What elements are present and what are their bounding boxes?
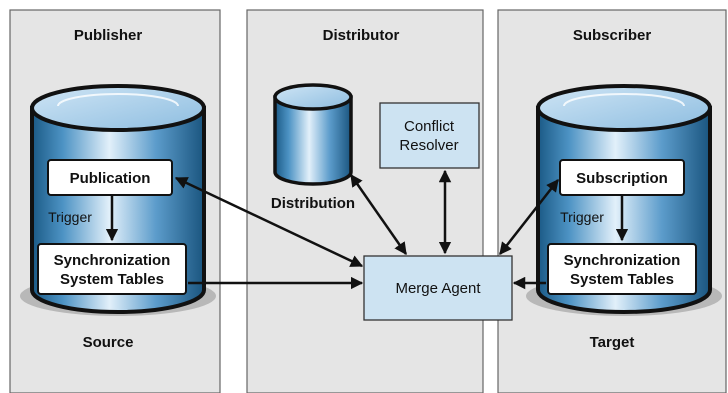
publication-label: Publication xyxy=(70,170,151,187)
merge-agent-label: Merge Agent xyxy=(395,280,481,297)
subscriber-header: Subscriber xyxy=(573,27,652,44)
publisher-sync-line1: Synchronization xyxy=(54,252,171,269)
distribution-merge-agent-arrow xyxy=(349,173,408,256)
source-caption: Source xyxy=(83,334,134,351)
subscription-label: Subscription xyxy=(576,170,668,187)
target-caption: Target xyxy=(590,334,635,351)
subscriber-trigger-label: Trigger xyxy=(560,209,604,225)
subscriber-sync-line1: Synchronization xyxy=(564,252,681,269)
distribution-database-icon xyxy=(273,83,353,186)
publisher-header: Publisher xyxy=(74,27,143,44)
publisher-trigger-label: Trigger xyxy=(48,209,92,225)
subscriber-sync-tables-box xyxy=(547,243,697,295)
merge-agent-box xyxy=(363,255,513,321)
conflict-resolver-box xyxy=(379,102,480,169)
conflict-resolver-line2: Resolver xyxy=(399,137,458,154)
distribution-label: Distribution xyxy=(271,195,355,212)
publisher-sync-tables-box xyxy=(37,243,187,295)
conflict-resolver-line1: Conflict xyxy=(404,118,455,135)
subscriber-sync-line2: System Tables xyxy=(570,271,674,288)
publication-box xyxy=(47,159,173,196)
distributor-header: Distributor xyxy=(323,27,400,44)
publication-merge-agent-arrow xyxy=(174,176,364,268)
publisher-sync-line2: System Tables xyxy=(60,271,164,288)
subscription-merge-agent-arrow xyxy=(499,179,559,255)
